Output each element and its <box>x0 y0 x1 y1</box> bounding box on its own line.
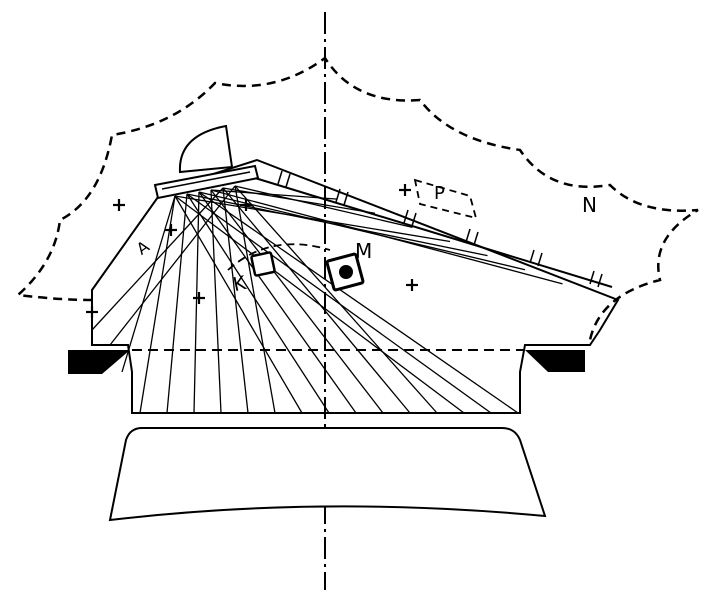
radiating-line <box>210 189 384 414</box>
radiating-line <box>121 195 176 373</box>
label-m: M <box>355 239 372 263</box>
radiating-line <box>210 189 222 414</box>
half-dome <box>178 124 234 174</box>
dashed-box-p <box>413 178 478 220</box>
top-bar <box>153 164 260 200</box>
label-a: A <box>133 237 153 259</box>
radiating-line <box>193 191 200 414</box>
radiating-line <box>210 189 563 285</box>
left-black-wedge <box>68 350 130 374</box>
plus-markers <box>86 184 418 318</box>
radiating-line <box>222 187 411 414</box>
rim-inner-edge <box>254 177 613 288</box>
label-p: P <box>434 183 445 204</box>
dashed-arc <box>227 243 331 271</box>
scalloped-dashed-boundary <box>15 56 699 341</box>
radiating-line <box>198 191 357 414</box>
square-m-dot <box>339 265 353 279</box>
radiating-line <box>174 195 303 414</box>
right-black-wedge <box>525 350 585 372</box>
label-k: K <box>231 272 248 296</box>
radiating-lines <box>91 185 563 414</box>
radiating-line <box>234 185 413 229</box>
lower-base <box>108 427 547 522</box>
radiating-line <box>109 185 236 346</box>
radiating-line <box>186 193 330 414</box>
rim-ticks <box>277 170 603 288</box>
radiating-line <box>139 195 176 414</box>
radiating-line <box>174 195 465 414</box>
radiating-line <box>91 187 224 331</box>
radiating-line <box>186 193 492 414</box>
radiating-line <box>198 191 519 414</box>
radiating-line <box>234 185 438 414</box>
label-n: N <box>582 193 597 217</box>
top-bar-inner <box>161 171 251 190</box>
square-k <box>250 251 276 277</box>
